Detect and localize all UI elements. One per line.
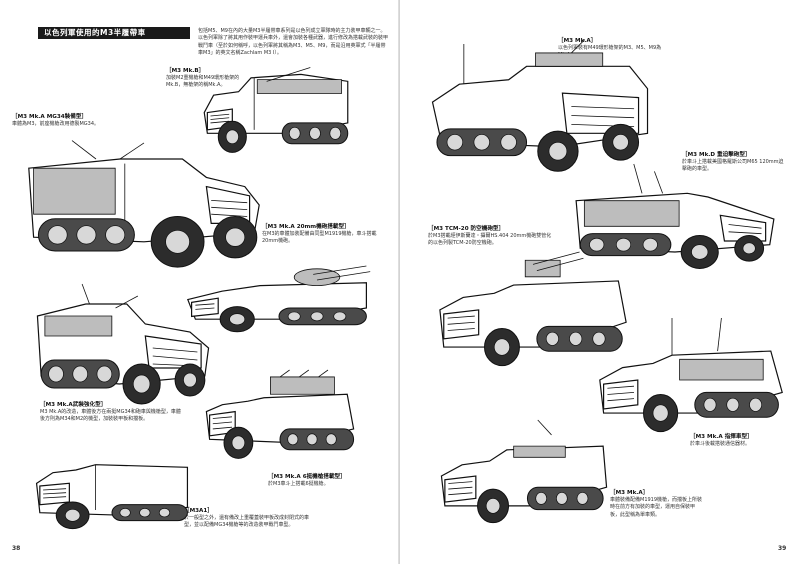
left-page: 以色列軍使用的M3半履帶車 包括M5、M9在內的大量M3半履帶車系列是以色列成立… [0, 0, 399, 564]
page-gutter [398, 0, 401, 564]
caption-m3-mka-6mg: ［M3 Mk.A 6挺機槍搭載型］ 於M3車斗上搭載6挺機槍。 [268, 474, 378, 488]
caption-title: ［M3 Mk.A］ [558, 38, 597, 44]
caption-title: ［M3 Mk.A 20mm機砲搭載型］ [262, 224, 350, 230]
caption-title: ［M3 Mk.A武裝強化型］ [40, 402, 107, 408]
caption-title: ［M3 Mk.A］ [610, 490, 649, 496]
caption-m3a1: ［M3A1］ 於一般型之外，還有備改上重覆蓋裝甲板改成封閉式的車型，並以配備MG… [184, 508, 312, 530]
page-number-left: 38 [12, 545, 21, 552]
halftrack-illustration-m3-mka-command [596, 318, 786, 442]
caption-title: ［M3 Mk.A MG34裝備型］ [12, 114, 88, 120]
halftrack-illustration-m3-mkb [198, 64, 354, 168]
caption-text: M3 Mk.A的改造，車體後方在兩挺MG34和砲車與機槍型，車體後方則為M34和… [40, 409, 181, 423]
section-title: 以色列軍使用的M3半履帶車 [38, 27, 190, 39]
caption-text: 車體為M3，前座機槍改用德製MG34。 [12, 121, 100, 128]
caption-title: ［M3 Mk.A 6挺機槍搭載型］ [268, 474, 346, 480]
caption-text: 在M3的車體加裝配備由同型M1919機槍，車斗搭載20mm機砲。 [262, 231, 377, 245]
caption-m3-mkd: ［M3 Mk.D 重迫擊砲型］ 於車斗上搭載美國格羅斯公司M65 120mm迫擊… [682, 152, 788, 174]
caption-text: 於一般型之外，還有備改上重覆蓋裝甲板改成封閉式的車型，並以配備MG34機槍等的改… [184, 515, 310, 529]
halftrack-illustration-m3-tcm20 [436, 252, 630, 376]
page-number-right: 39 [778, 545, 787, 552]
caption-title: ［M3 Mk.D 重迫擊砲型］ [682, 152, 751, 158]
caption-m3-mka-mg34: ［M3 Mk.A MG34裝備型］ 車體為M3，前座機槍改用德製MG34。 [12, 114, 152, 128]
caption-m3-mka-20mm: ［M3 Mk.A 20mm機砲搭載型］ 在M3的車體加裝配備由同型M1919機槍… [262, 224, 380, 246]
caption-title: ［M3A1］ [184, 508, 213, 514]
halftrack-illustration-m3-mka-6mg [200, 370, 360, 474]
halftrack-illustration-m3-mka-top [428, 44, 652, 178]
caption-m3-mka-armed: ［M3 Mk.A武裝強化型］ M3 Mk.A的改造，車體後方在兩挺MG34和砲車… [40, 402, 182, 424]
halftrack-illustration-m3-mka-armed [30, 284, 216, 404]
caption-text: 於車斗上搭載美國格羅斯公司M65 120mm迫擊砲的車型。 [682, 159, 784, 173]
caption-title: ［M3 Mk.A 指揮車型］ [690, 434, 753, 440]
right-page: ［M3 Mk.A］ 以色列軍裝有M49環形槍架的M3、M5、M9為Mk.A。 ［… [400, 0, 799, 564]
caption-text: 於M3車斗上搭載6挺機槍。 [268, 481, 329, 488]
halftrack-illustration-m3-mka-mg34 [24, 136, 264, 274]
caption-text: 加裝M2重機槍和M49環形槍架的Mk.B，無槍架的稱Mk.A。 [166, 75, 240, 89]
caption-m3-mka-bottom: ［M3 Mk.A］ 車體裝備配備M1919機槍，而擋板上所裝時在前方有加裝的車型… [610, 490, 704, 519]
caption-m3-tcm20: ［M3 TCM-20 防空機砲型］ 於M3搭載經伊斯蘭達・攝爾HS.404 20… [428, 226, 554, 248]
intro-paragraph: 包括M5、M9在內的大量M3半履帶車系列是以色列成立軍隊時的主力裝甲車輛之一。以… [198, 28, 389, 57]
halftrack-illustration-m3a1 [30, 454, 194, 534]
caption-title: ［M3 Mk.B］ [166, 68, 205, 74]
caption-title: ［M3 TCM-20 防空機砲型］ [428, 226, 505, 232]
halftrack-illustration-m3-mka-20mm [184, 252, 374, 336]
caption-m3-mka-command: ［M3 Mk.A 指揮車型］ 於車斗後載搭裝通信器材。 [690, 434, 786, 448]
halftrack-illustration-m3-mkd [572, 164, 778, 274]
caption-text: 車體裝備配備M1919機槍，而擋板上所裝時在前方有加裝的車型，運用自保裝甲板，此… [610, 497, 703, 518]
caption-text: 於M3搭載經伊斯蘭達・攝爾HS.404 20mm機砲雙管化的以色列製TCM-20… [428, 233, 552, 247]
halftrack-illustration-m3-mka-bottom [438, 420, 610, 532]
caption-text: 於車斗後載搭裝通信器材。 [690, 441, 751, 448]
caption-m3-mkb: ［M3 Mk.B］ 加裝M2重機槍和M49環形槍架的Mk.B，無槍架的稱Mk.A… [166, 68, 244, 90]
